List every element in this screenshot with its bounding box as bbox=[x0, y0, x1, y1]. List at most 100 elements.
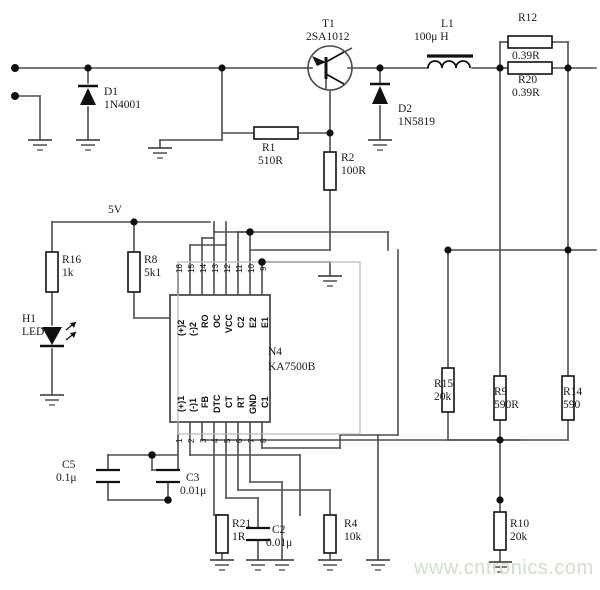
symbol-c2-capacitor bbox=[246, 526, 270, 542]
label-r4-ref: R4 bbox=[344, 518, 358, 530]
pin-name-c2: C2 bbox=[236, 316, 246, 328]
terminal-input-negative bbox=[11, 92, 19, 100]
label-h1-value: LED bbox=[22, 326, 45, 338]
label-l1-ref: L1 bbox=[441, 18, 454, 30]
pin-name-e2: E2 bbox=[248, 316, 258, 328]
label-d1-value: 1N4001 bbox=[104, 99, 142, 111]
symbol-d1-diode bbox=[78, 84, 98, 105]
pin-number-12: 12 bbox=[223, 264, 232, 273]
terminal-input-positive bbox=[11, 64, 19, 72]
label-r9-ref: R9 bbox=[494, 386, 508, 398]
label-h1-ref: H1 bbox=[22, 313, 37, 325]
label-r8-ref: R8 bbox=[144, 254, 158, 266]
symbol-r10-resistor bbox=[493, 511, 507, 551]
label-r1-value: 510R bbox=[258, 155, 283, 167]
label-r10-ref: R10 bbox=[510, 518, 530, 530]
label-c3-value: 0.01μ bbox=[180, 485, 207, 497]
symbol-r2-resistor bbox=[323, 151, 337, 191]
label-r14-value: 590 bbox=[563, 399, 581, 411]
pin-name-rt: RT bbox=[236, 396, 246, 408]
pin-number-11: 11 bbox=[235, 264, 244, 273]
label-r4-value: 10k bbox=[344, 531, 362, 543]
symbol-r14-resistor bbox=[561, 375, 575, 421]
ground-pin7 bbox=[270, 559, 294, 571]
label-d1-ref: D1 bbox=[104, 86, 119, 98]
pin-name-ct: CT bbox=[224, 396, 234, 408]
pin-number-9: 9 bbox=[259, 266, 268, 271]
pin-name-c1: C1 bbox=[260, 396, 270, 408]
watermark-text: www.cntronics.com bbox=[414, 557, 594, 579]
pin-number-13: 13 bbox=[211, 264, 220, 273]
label-d2-ref: D2 bbox=[398, 103, 413, 115]
ground-d1 bbox=[76, 139, 100, 151]
symbol-r1-resistor bbox=[253, 126, 299, 140]
label-r10-value: 20k bbox=[510, 531, 528, 543]
pin-name-dtc: DTC bbox=[212, 394, 222, 414]
ground-r4 bbox=[318, 559, 342, 571]
symbol-r8-resistor bbox=[127, 251, 141, 293]
ic-designator-block: N4 KA7500B bbox=[268, 345, 315, 375]
ground-input-negative bbox=[28, 139, 52, 151]
pin-name-gnd: GND bbox=[248, 394, 258, 414]
ground-led bbox=[40, 394, 64, 406]
symbol-r4-resistor bbox=[323, 514, 337, 554]
label-r2-value: 100R bbox=[341, 165, 366, 177]
pin-number-7: 7 bbox=[247, 438, 256, 443]
ground-c2 bbox=[246, 559, 270, 571]
ground-d2 bbox=[368, 139, 392, 151]
pin-name-plus2: (+)2 bbox=[176, 319, 186, 336]
symbol-r15-resistor bbox=[441, 367, 455, 413]
label-r9-value: 590R bbox=[494, 399, 519, 411]
label-r8-value: 5k1 bbox=[144, 267, 162, 279]
ic-outline-box bbox=[177, 261, 361, 435]
label-r21-ref: R21 bbox=[232, 518, 252, 530]
ground-r21 bbox=[210, 559, 234, 571]
pin-name-fb: FB bbox=[200, 396, 210, 408]
pin-number-10: 10 bbox=[247, 264, 256, 273]
label-r12-value: 0.39R bbox=[512, 50, 540, 62]
pin-name-e1: E1 bbox=[260, 316, 270, 328]
symbol-h1-led bbox=[40, 321, 77, 348]
label-r15-ref: R15 bbox=[434, 378, 454, 390]
ground-r10 bbox=[488, 561, 512, 573]
symbol-r9-resistor bbox=[493, 375, 507, 421]
label-c2-ref: C2 bbox=[272, 524, 286, 536]
pin-name-vcc: VCC bbox=[224, 313, 234, 333]
pin-name-plus1: (+)1 bbox=[176, 395, 186, 412]
label-r1-ref: R1 bbox=[262, 142, 276, 154]
symbol-r16-resistor bbox=[45, 251, 59, 293]
pin-number-15: 15 bbox=[187, 264, 196, 273]
junction-dots bbox=[84, 64, 572, 504]
pin-number-6: 6 bbox=[235, 438, 244, 443]
label-c3-ref: C3 bbox=[186, 472, 200, 484]
ground-r1-node bbox=[148, 147, 172, 159]
symbol-t1-transistor bbox=[307, 45, 353, 100]
symbol-l1-inductor bbox=[427, 54, 473, 69]
pin-number-3: 3 bbox=[199, 438, 208, 443]
pin-name-minus1: (-)1 bbox=[188, 398, 198, 412]
ic-designator: N4 bbox=[268, 346, 283, 358]
label-net-5v: 5V bbox=[108, 204, 123, 216]
symbol-c3-capacitor bbox=[156, 468, 180, 484]
pin-number-16: 16 bbox=[175, 264, 184, 273]
symbol-r12-resistor bbox=[507, 35, 553, 49]
symbol-d2-diode bbox=[370, 82, 390, 104]
pin-number-1: 1 bbox=[175, 438, 184, 443]
label-c5-value: 0.1μ bbox=[56, 472, 77, 484]
label-l1-value: 100μ H bbox=[414, 31, 449, 43]
label-t1-value: 2SA1012 bbox=[306, 31, 350, 43]
label-r20-value: 0.39R bbox=[512, 87, 540, 99]
label-r14-ref: R14 bbox=[563, 386, 583, 398]
label-t1-ref: T1 bbox=[322, 18, 335, 30]
ic-body bbox=[169, 294, 271, 423]
pin-name-ro: RO bbox=[200, 314, 210, 329]
pin-name-minus2: (-)2 bbox=[188, 322, 198, 336]
label-d2-value: 1N5819 bbox=[398, 116, 436, 128]
symbol-r20-resistor bbox=[507, 61, 553, 75]
label-r16-value: 1k bbox=[62, 267, 74, 279]
symbol-r21-resistor bbox=[215, 514, 229, 554]
pin-number-14: 14 bbox=[199, 264, 208, 273]
ground-pin9 bbox=[318, 275, 342, 287]
